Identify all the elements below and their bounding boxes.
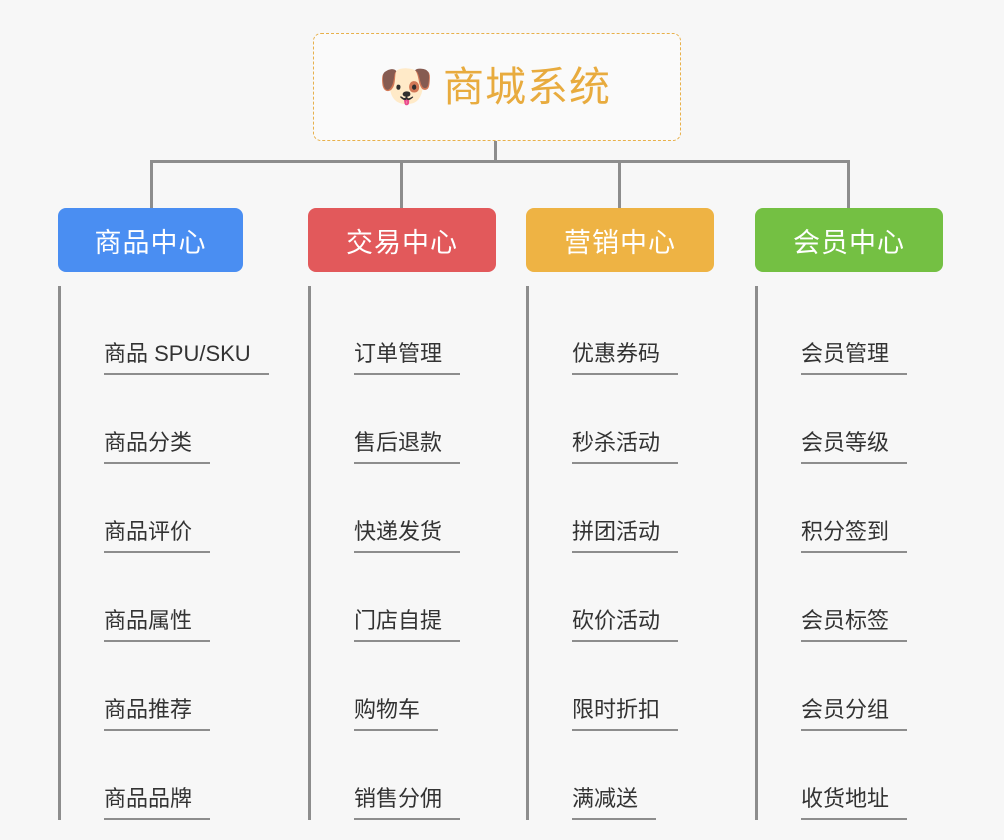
list-item-label: 秒杀活动: [572, 429, 679, 464]
list-item-label: 商品品牌: [104, 785, 211, 820]
list-item[interactable]: 会员标签: [773, 553, 985, 642]
connector-drop-3: [618, 160, 621, 208]
list-item[interactable]: 满减送: [544, 731, 756, 820]
category-label: 会员中心: [793, 227, 905, 258]
list-item[interactable]: 收货地址: [773, 731, 985, 820]
list-item-label: 商品评价: [104, 518, 211, 553]
list-item-label: 快递发货: [354, 518, 461, 553]
list-item-label: 积分签到: [801, 518, 908, 553]
list-item[interactable]: 购物车: [326, 642, 538, 731]
category-header-member[interactable]: 会员中心: [755, 208, 943, 272]
list-item-label: 优惠券码: [572, 340, 679, 375]
connector-stem: [494, 141, 497, 163]
list-item[interactable]: 商品分类: [76, 375, 288, 464]
page-title: 商城系统: [443, 63, 611, 110]
list-item-label: 满减送: [572, 785, 657, 820]
list-item-label: 会员分组: [801, 696, 908, 731]
child-list-product: 商品 SPU/SKU 商品分类 商品评价 商品属性 商品推荐 商品品牌: [58, 286, 288, 820]
category-label: 营销中心: [564, 227, 676, 258]
list-item[interactable]: 优惠券码: [544, 286, 756, 375]
list-item[interactable]: 会员等级: [773, 375, 985, 464]
list-item-label: 商品属性: [104, 607, 211, 642]
list-item-label: 门店自提: [354, 607, 461, 642]
list-item[interactable]: 砍价活动: [544, 553, 756, 642]
category-column-trade: 交易中心 订单管理 售后退款 快递发货 门店自提 购物车 销售分佣: [308, 208, 538, 820]
category-column-product: 商品中心 商品 SPU/SKU 商品分类 商品评价 商品属性 商品推荐 商品品牌: [58, 208, 288, 820]
root-node[interactable]: 🐶 商城系统: [313, 33, 681, 141]
child-list-marketing: 优惠券码 秒杀活动 拼团活动 砍价活动 限时折扣 满减送: [526, 286, 756, 820]
list-item[interactable]: 商品推荐: [76, 642, 288, 731]
list-item-label: 商品 SPU/SKU: [104, 340, 269, 375]
connector-drop-2: [400, 160, 403, 208]
category-columns: 商品中心 商品 SPU/SKU 商品分类 商品评价 商品属性 商品推荐 商品品牌…: [0, 208, 1004, 840]
category-label: 商品中心: [94, 227, 207, 258]
list-item[interactable]: 拼团活动: [544, 464, 756, 553]
list-item[interactable]: 销售分佣: [326, 731, 538, 820]
list-item-label: 限时折扣: [572, 696, 679, 731]
category-column-member: 会员中心 会员管理 会员等级 积分签到 会员标签 会员分组 收货地址: [755, 208, 985, 820]
list-item-label: 拼团活动: [572, 518, 679, 553]
list-item-label: 售后退款: [354, 429, 461, 464]
list-item[interactable]: 积分签到: [773, 464, 985, 553]
list-item-label: 会员等级: [801, 429, 908, 464]
list-item-label: 购物车: [354, 696, 439, 731]
list-item[interactable]: 会员管理: [773, 286, 985, 375]
list-item-label: 会员标签: [801, 607, 908, 642]
list-item-label: 收货地址: [801, 785, 908, 820]
list-item[interactable]: 快递发货: [326, 464, 538, 553]
list-item[interactable]: 订单管理: [326, 286, 538, 375]
list-item[interactable]: 限时折扣: [544, 642, 756, 731]
category-header-product[interactable]: 商品中心: [58, 208, 243, 272]
connector-drop-1: [150, 160, 153, 208]
list-item-label: 销售分佣: [354, 785, 461, 820]
list-item[interactable]: 秒杀活动: [544, 375, 756, 464]
child-list-member: 会员管理 会员等级 积分签到 会员标签 会员分组 收货地址: [755, 286, 985, 820]
dog-face-icon: 🐶: [378, 62, 434, 111]
list-item-label: 砍价活动: [572, 607, 679, 642]
list-item-label: 商品推荐: [104, 696, 211, 731]
list-item[interactable]: 商品评价: [76, 464, 288, 553]
category-label: 交易中心: [346, 227, 458, 258]
category-header-trade[interactable]: 交易中心: [308, 208, 496, 272]
list-item-label: 会员管理: [801, 340, 908, 375]
list-item[interactable]: 门店自提: [326, 553, 538, 642]
connector-drop-4: [847, 160, 850, 208]
list-item[interactable]: 商品品牌: [76, 731, 288, 820]
list-item[interactable]: 商品 SPU/SKU: [76, 286, 288, 375]
list-item[interactable]: 商品属性: [76, 553, 288, 642]
child-list-trade: 订单管理 售后退款 快递发货 门店自提 购物车 销售分佣: [308, 286, 538, 820]
list-item-label: 商品分类: [104, 429, 211, 464]
connector-horizontal-bar: [150, 160, 850, 163]
list-item[interactable]: 会员分组: [773, 642, 985, 731]
category-column-marketing: 营销中心 优惠券码 秒杀活动 拼团活动 砍价活动 限时折扣 满减送: [526, 208, 756, 820]
list-item[interactable]: 售后退款: [326, 375, 538, 464]
category-header-marketing[interactable]: 营销中心: [526, 208, 714, 272]
list-item-label: 订单管理: [354, 340, 461, 375]
